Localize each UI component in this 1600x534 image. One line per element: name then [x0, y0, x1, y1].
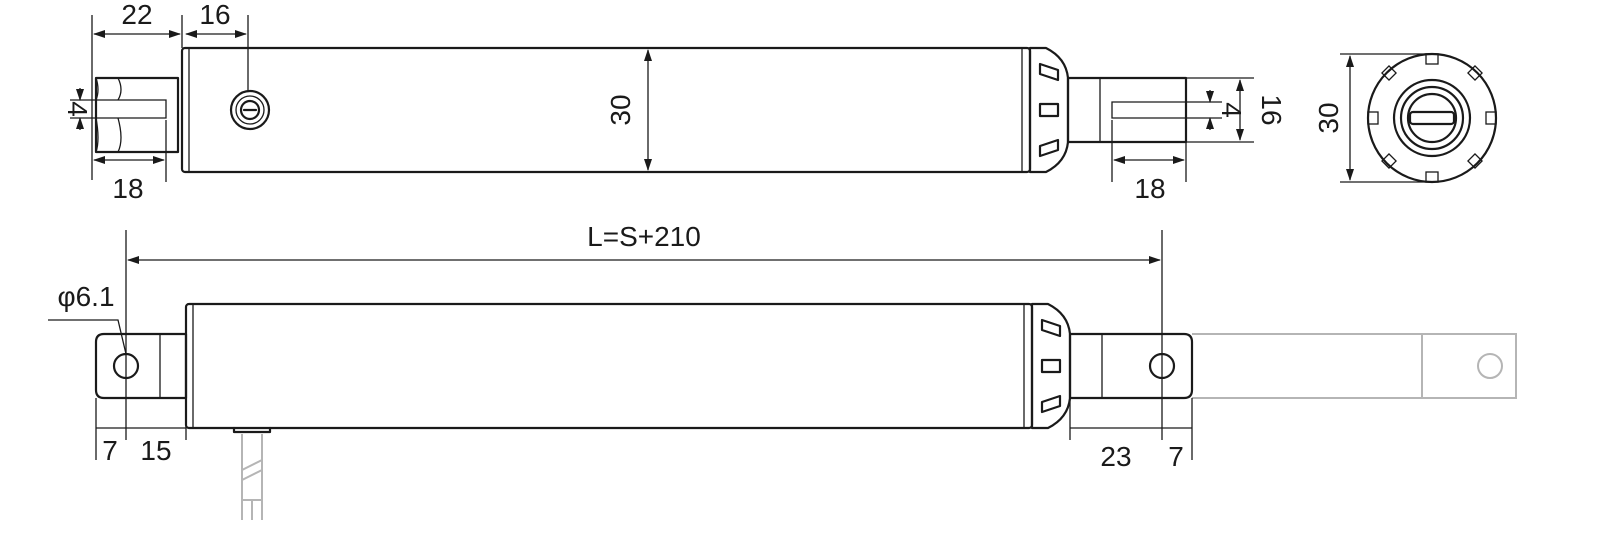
dim-16-right-label: 16 — [1256, 94, 1287, 125]
hole-diameter-label: φ6.1 — [57, 281, 114, 312]
dim-4-left-label: 4 — [62, 101, 93, 117]
screw-icon — [229, 89, 271, 131]
right-mount-hole — [1148, 352, 1176, 380]
right-rod — [1066, 76, 1188, 144]
side-view: L=S+210 φ6.1 7 15 23 — [48, 221, 1517, 520]
side-body-tube — [184, 302, 1034, 430]
dim-16-label: 16 — [199, 0, 230, 30]
cable-exit — [232, 426, 272, 434]
side-left-clevis — [94, 332, 188, 400]
top-view: 22 16 4 18 30 18 4 16 — [62, 0, 1287, 204]
dim-15-label: 15 — [140, 435, 171, 466]
dim-4-right-label: 4 — [1216, 102, 1247, 118]
overall-length-label: L=S+210 — [587, 221, 701, 252]
end-view-outer-ring — [1366, 52, 1498, 184]
left-clevis — [94, 76, 180, 154]
right-clevis-slot — [1111, 101, 1186, 119]
side-right-rod — [1068, 332, 1194, 400]
dim-7-right-label: 7 — [1168, 441, 1184, 472]
dim-18-left-label: 18 — [112, 173, 143, 204]
dim-23-label: 23 — [1100, 441, 1131, 472]
dim-7-left-label: 7 — [102, 435, 118, 466]
end-view: 30 — [1313, 52, 1498, 184]
dim-18-right-label: 18 — [1134, 173, 1165, 204]
extended-rod-phantom — [1192, 333, 1517, 399]
dim-30-label: 30 — [605, 94, 636, 125]
cable — [241, 434, 263, 520]
left-clevis-slot — [96, 99, 167, 119]
end-view-dim-30-label: 30 — [1313, 102, 1344, 133]
dim-22-label: 22 — [121, 0, 152, 30]
